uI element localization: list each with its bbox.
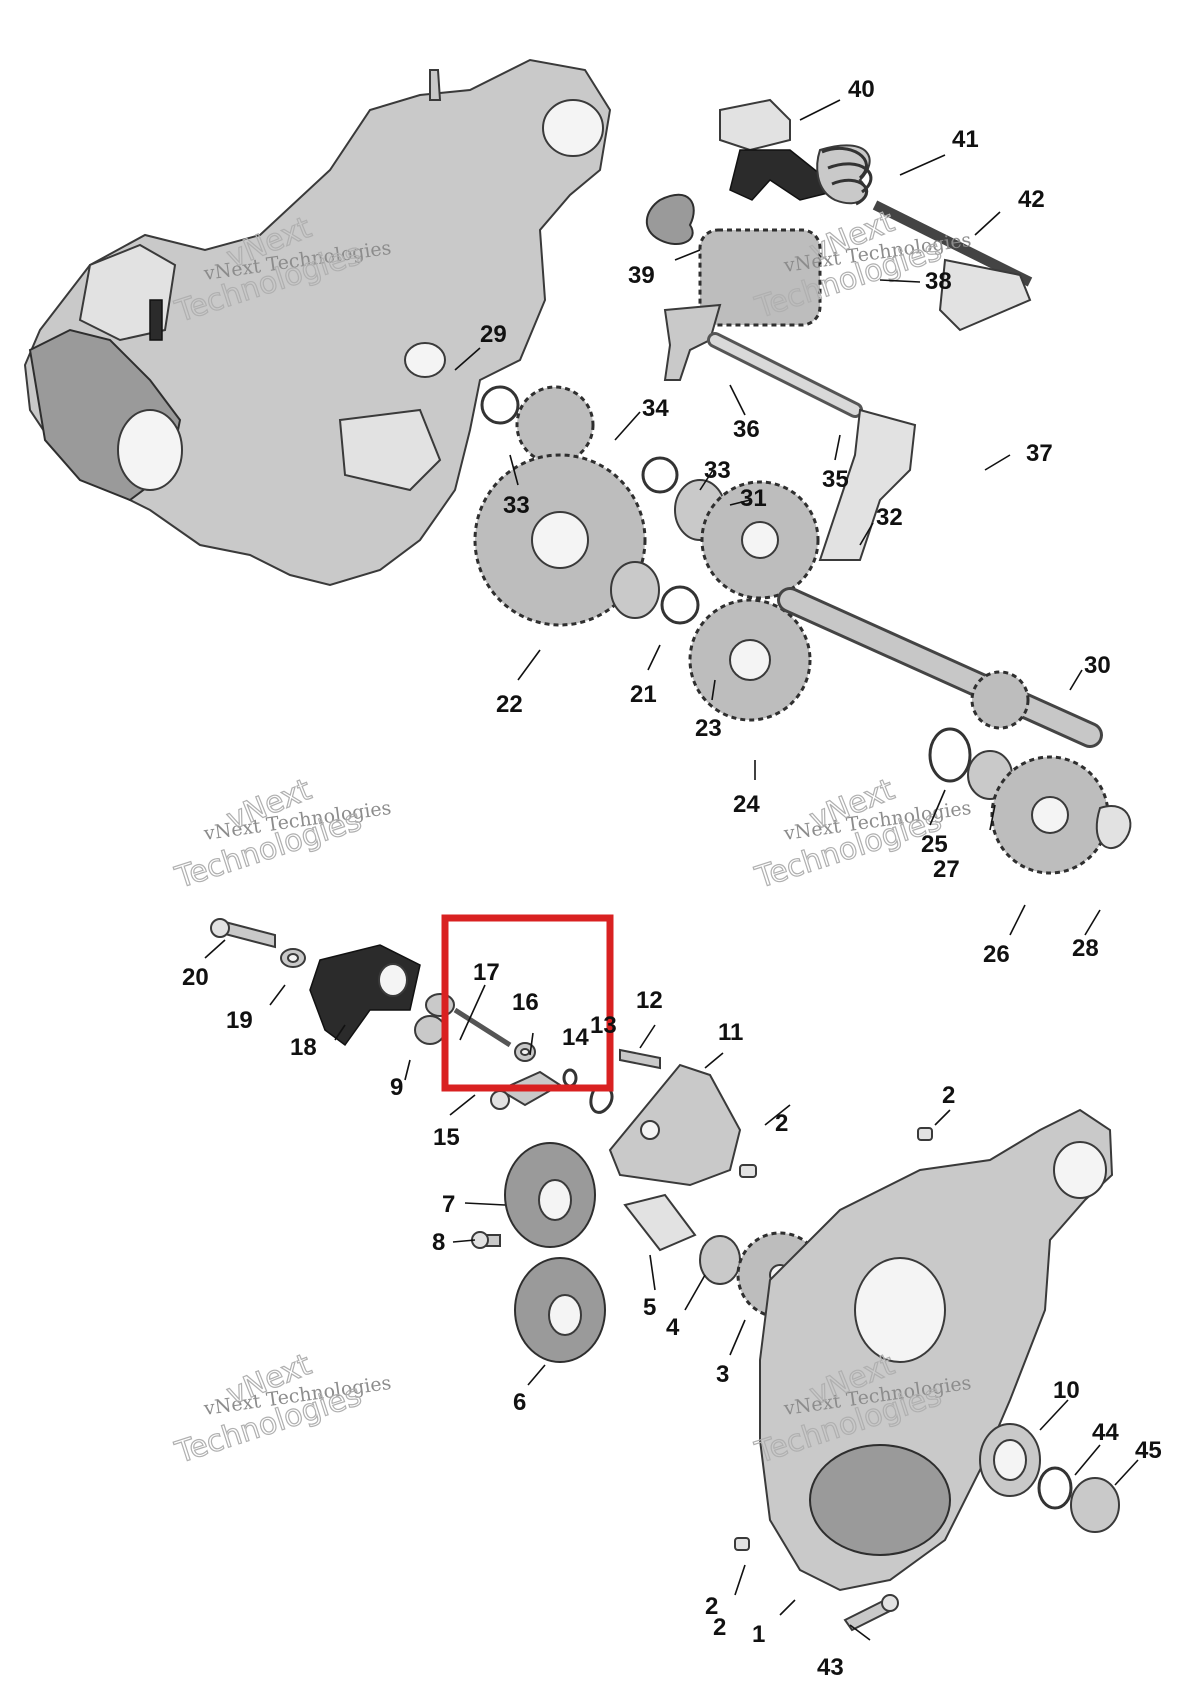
callout-label: 1 [752,1621,765,1648]
callout-label: 14 [562,1024,589,1051]
callout-label: 7 [442,1191,455,1218]
callout-label: 10 [1053,1377,1080,1404]
callout-label: 42 [1018,186,1045,213]
callout-label: 13 [590,1012,617,1039]
callout-label: 25 [921,831,948,858]
callout-label: 29 [480,321,507,348]
callout-label: 28 [1072,935,1099,962]
callout-label: 22 [496,691,523,718]
callout-label: 30 [1084,652,1111,679]
watermark-group: vNext Technologies vNext Technologies vN… [170,203,973,1471]
callout-label: 44 [1092,1419,1119,1446]
shift-shaft-parts [645,98,1033,561]
callout-label: 34 [642,395,669,422]
callout-label: 15 [433,1124,460,1151]
right-cover [734,1108,1120,1632]
callout-label: 26 [983,941,1010,968]
callout-label: 27 [933,856,960,883]
callout-label: 32 [876,504,903,531]
callout-label: 31 [740,485,767,512]
callout-label: 19 [226,1007,253,1034]
callout-label: 8 [432,1229,445,1256]
callout-label: 38 [925,268,952,295]
leader-lines [204,99,1139,1641]
callout-label: 21 [630,681,657,708]
callout-label: 33 [704,457,731,484]
callout-label: 39 [628,262,655,289]
callout-label: 40 [848,76,875,103]
callout-label: 43 [817,1654,844,1681]
callout-label: 36 [733,416,760,443]
callout-label: 2 [713,1614,726,1641]
callout-label: 16 [512,989,539,1016]
callout-label: 12 [636,987,663,1014]
callout-label: 35 [822,466,849,493]
callout-label: 20 [182,964,209,991]
gear-cluster [473,385,1132,875]
left-crankcase [23,58,612,587]
callout-label: 11 [718,1019,743,1046]
callout-label: 6 [513,1389,526,1416]
callout-label: 23 [695,715,722,742]
callout-label: 18 [290,1034,317,1061]
callout-label: 5 [643,1294,656,1321]
callout-label: 37 [1026,440,1053,467]
callout-label: 24 [733,791,760,818]
callout-label: 41 [952,126,979,153]
callout-label: 33 [503,492,530,519]
callout-labels: 40 41 42 39 38 29 34 36 37 33 35 33 31 3… [182,76,1162,1681]
callout-label: 9 [390,1074,403,1101]
callout-label: 2 [705,1593,718,1620]
highlight-box [441,914,614,1092]
callout-label: 45 [1135,1437,1162,1464]
callout-label: 3 [716,1361,729,1388]
callout-label: 2 [775,1110,788,1137]
callout-label: 2 [942,1082,955,1109]
callout-label: 17 [473,959,500,986]
callout-label: 4 [666,1314,680,1341]
